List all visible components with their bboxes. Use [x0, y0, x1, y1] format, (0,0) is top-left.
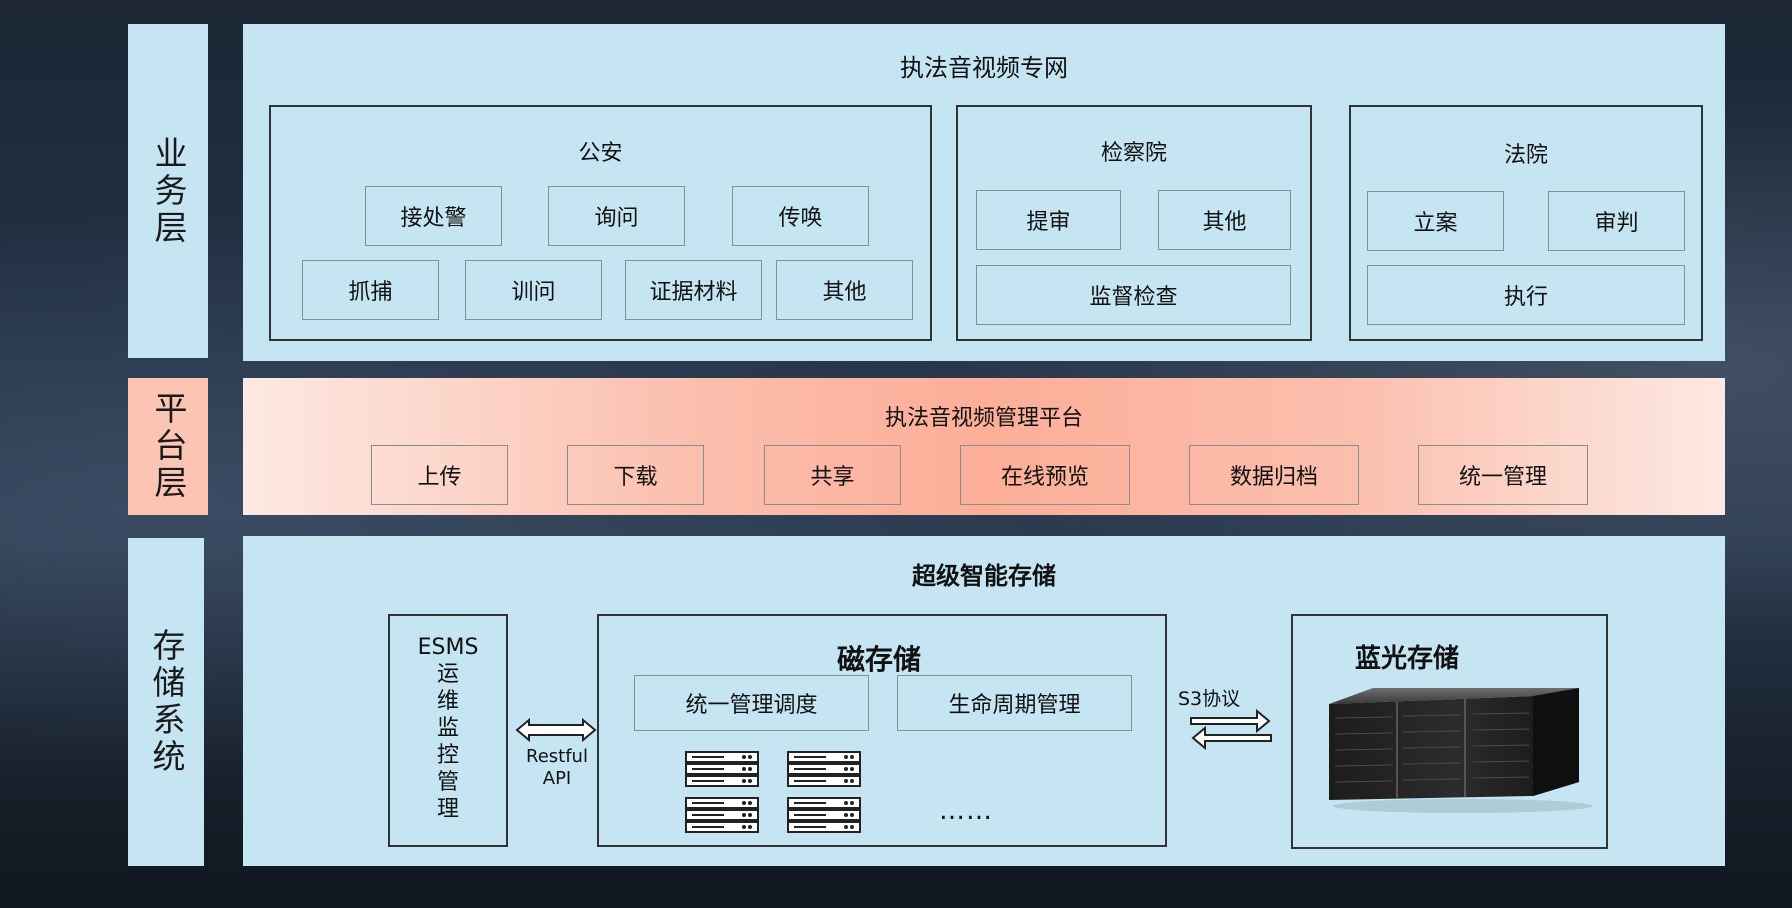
esms-char: 维 — [436, 689, 459, 714]
police-box: 证据材料 — [625, 260, 762, 320]
police-box: 抓捕 — [302, 260, 439, 320]
esms-char: 控 — [436, 743, 459, 768]
business-layer-label: 业务层 — [128, 24, 208, 358]
procuratorate-box: 监督检查 — [976, 265, 1291, 325]
esms-label: ESMS 运 维 监 控 管 理 — [390, 634, 506, 823]
platform-box: 共享 — [764, 445, 901, 505]
platform-box: 上传 — [371, 445, 508, 505]
s3-protocol-label: S3协议 — [1178, 688, 1241, 710]
esms-char: 运 — [436, 662, 459, 687]
esms-char: 管 — [436, 770, 459, 795]
server-rack-icon — [787, 751, 861, 787]
esms-char: 监 — [436, 716, 459, 741]
platform-box: 在线预览 — [960, 445, 1130, 505]
double-arrow-icon — [515, 718, 597, 742]
business-panel: 执法音视频专网 公安 接处警 询问 传唤 抓捕 训问 证据材料 其他 检察院 提… — [243, 24, 1725, 361]
restful-api-label: Restful API — [509, 746, 605, 790]
procuratorate-title: 检察院 — [1100, 141, 1167, 166]
police-box: 训问 — [465, 260, 602, 320]
platform-box: 下载 — [567, 445, 704, 505]
procuratorate-box: 其他 — [1158, 190, 1291, 250]
bluray-cabinet-icon — [1329, 688, 1593, 813]
court-box: 立案 — [1367, 191, 1504, 251]
court-box: 执行 — [1367, 265, 1685, 325]
bluray-storage-title: 蓝光存储 — [1355, 644, 1460, 674]
bluray-storage-box: 蓝光存储 — [1291, 614, 1608, 849]
court-title: 法院 — [1503, 143, 1548, 168]
platform-layer-label: 平台层 — [128, 378, 208, 515]
storage-title: 超级智能存储 — [912, 562, 1056, 590]
esms-box: ESMS 运 维 监 控 管 理 — [388, 614, 508, 847]
server-rack-icon — [685, 797, 759, 833]
esms-char: 理 — [436, 797, 459, 822]
magnetic-storage-title: 磁存储 — [837, 643, 922, 676]
police-box: 询问 — [548, 186, 685, 246]
police-title: 公安 — [578, 141, 623, 166]
procuratorate-group: 检察院 提审 其他 监督检查 — [956, 105, 1312, 341]
platform-box: 统一管理 — [1418, 445, 1588, 505]
exchange-arrows-icon — [1190, 708, 1272, 750]
business-title: 执法音视频专网 — [900, 54, 1068, 82]
police-group: 公安 接处警 询问 传唤 抓捕 训问 证据材料 其他 — [269, 105, 932, 341]
police-box: 传唤 — [732, 186, 869, 246]
storage-panel: 超级智能存储 ESMS 运 维 监 控 管 理 Restful API 磁存储 … — [243, 536, 1725, 866]
more-ellipsis: …… — [939, 796, 993, 826]
police-box: 接处警 — [365, 186, 502, 246]
court-group: 法院 立案 审判 执行 — [1349, 105, 1703, 341]
police-box: 其他 — [776, 260, 913, 320]
magnetic-storage-box: 磁存储 统一管理调度 生命周期管理 — [597, 614, 1167, 847]
platform-box: 数据归档 — [1189, 445, 1359, 505]
restful-line: API — [542, 768, 572, 789]
magnetic-box: 统一管理调度 — [634, 675, 869, 731]
server-rack-icon — [787, 797, 861, 833]
storage-layer-label: 存储系统 — [128, 538, 204, 866]
esms-name: ESMS — [417, 635, 479, 660]
restful-line: Restful — [526, 746, 588, 767]
server-rack-icon — [685, 751, 759, 787]
platform-title: 执法音视频管理平台 — [884, 406, 1083, 431]
magnetic-box: 生命周期管理 — [897, 675, 1132, 731]
court-box: 审判 — [1548, 191, 1685, 251]
procuratorate-box: 提审 — [976, 190, 1121, 250]
platform-panel: 执法音视频管理平台 上传 下载 共享 在线预览 数据归档 统一管理 — [243, 378, 1725, 515]
